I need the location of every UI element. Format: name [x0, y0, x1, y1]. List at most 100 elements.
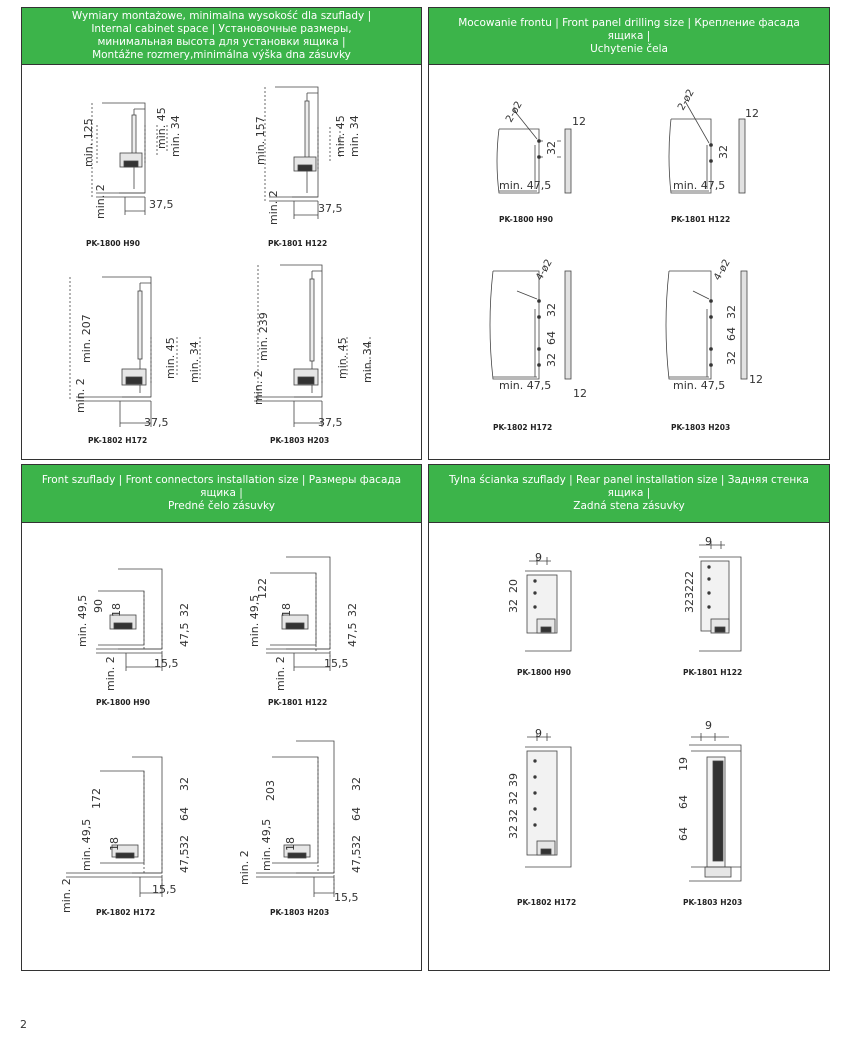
dim-b-min157: min. 157 — [254, 116, 267, 165]
caption-conn-pk1800: PK-1800 H90 — [96, 698, 150, 707]
caption-rear-pk1802: PK-1802 H172 — [517, 898, 576, 907]
front-connectors-diagrams: min. 49,5 90 18 32 47,5 min. 2 15,5 PK-1… — [60, 556, 363, 917]
panel-cabinet-space-title: Wymiary montażowe, minimalna wysokość dl… — [22, 8, 421, 65]
front-drilling-diagrams: 2-ø2 12 32 min. 47,5 PK-1800 H90 2-ø2 12… — [489, 88, 763, 432]
dim-d-203: 203 — [264, 780, 277, 801]
dim-a-15-5: 15,5 — [154, 657, 179, 670]
dim-b-32-1: 32 — [683, 585, 696, 599]
dim-a-min45: min. 45 — [155, 107, 168, 149]
dim-c-47-5: 47,5 — [178, 849, 191, 874]
cabinet-space-diagrams: min. 125 min. 45 min. 34 min. 2 37,5 PK-… — [69, 86, 374, 445]
panel-front-connectors-title: Front szuflady | Front connectors instal… — [22, 465, 421, 523]
diagram-pk1800-connectors — [96, 568, 163, 671]
diagram-pk1803-connectors — [256, 740, 335, 897]
diagram-pk1801-rear — [699, 541, 742, 652]
dim-d-12: 12 — [749, 373, 763, 386]
dim-c-32-1: 32 — [507, 791, 520, 805]
dim-b-32: 32 — [346, 603, 359, 617]
panel-rear-panel-title: Tylna ścianka szuflady | Rear panel inst… — [429, 465, 829, 523]
dim-d-32-bottom: 32 — [725, 351, 738, 365]
dim-c-min47-5: min. 47,5 — [499, 379, 551, 392]
dim-a-min2: min. 2 — [104, 656, 117, 691]
caption-conn-pk1802: PK-1802 H172 — [96, 908, 155, 917]
dim-a-18: 18 — [110, 603, 123, 617]
dim-d-min49-5: min. 49,5 — [260, 819, 273, 871]
rear-panel-diagrams: 9 20 32 PK-1800 H90 9 22 32 32 PK-1801 H… — [507, 535, 742, 907]
panel-cabinet-space: Wymiary montażowe, minimalna wysokość dl… — [21, 7, 422, 460]
dim-a-12: 12 — [572, 115, 586, 128]
dim-a-2x-d2: 2-ø2 — [504, 100, 525, 125]
dim-b-min2: min. 2 — [274, 656, 287, 691]
dim-c-64: 64 — [545, 331, 558, 345]
caption-rear-pk1800: PK-1800 H90 — [517, 668, 571, 677]
dim-c-min2: min. 2 — [74, 378, 87, 413]
dim-b-min2: min. 2 — [267, 190, 280, 225]
dim-b-122: 122 — [256, 578, 269, 599]
dim-c-32-2: 32 — [507, 809, 520, 823]
diagram-pk1801-drilling — [668, 100, 746, 194]
dim-b-2x-d2: 2-ø2 — [676, 88, 697, 113]
dim-b-32: 32 — [717, 145, 730, 159]
dim-c-15-5: 15,5 — [152, 883, 177, 896]
dim-b-9: 9 — [705, 535, 712, 548]
dim-b-22: 22 — [683, 571, 696, 585]
dim-d-19: 19 — [677, 757, 690, 771]
dim-d-4x-d2: 4-ø2 — [712, 258, 733, 283]
caption-rear-pk1803: PK-1803 H203 — [683, 898, 742, 907]
diagram-pk1801-cabinet — [264, 86, 341, 219]
page-number: 2 — [20, 1018, 27, 1031]
dim-d-min2: min. 2 — [252, 370, 265, 405]
dim-a-min47-5: min. 47,5 — [499, 179, 551, 192]
dim-d-32-bottom: 32 — [350, 835, 363, 849]
dim-a-min2: min. 2 — [94, 184, 107, 219]
diagram-pk1802-rear — [525, 733, 572, 868]
dim-c-32-top: 32 — [178, 777, 191, 791]
dim-b-32-2: 32 — [683, 599, 696, 613]
dim-c-32-bottom: 32 — [545, 353, 558, 367]
dim-a-32: 32 — [545, 141, 558, 155]
dim-d-15-5: 15,5 — [334, 891, 359, 904]
panel-front-connectors: Front szuflady | Front connectors instal… — [21, 464, 422, 971]
dim-c-32-3: 32 — [507, 825, 520, 839]
dim-d-min239: min. 239 — [257, 312, 270, 361]
dim-d-47-5: 47,5 — [350, 849, 363, 874]
dim-b-min47-5: min. 47,5 — [673, 179, 725, 192]
dim-c-min34: min. 34 — [188, 341, 201, 383]
dim-d-min2: min. 2 — [238, 850, 251, 885]
dim-c-min49-5: min. 49,5 — [80, 819, 93, 871]
dim-c-39: 39 — [507, 773, 520, 787]
dim-a-32: 32 — [507, 599, 520, 613]
dim-b-37-5: 37,5 — [318, 202, 343, 215]
panel-cabinet-space-body: min. 125 min. 45 min. 34 min. 2 37,5 PK-… — [22, 65, 421, 459]
dim-d-32-top: 32 — [350, 777, 363, 791]
panel-front-drilling-title: Mocowanie frontu | Front panel drilling … — [429, 8, 829, 65]
dim-a-37-5: 37,5 — [149, 198, 174, 211]
diagram-pk1802-drilling — [489, 270, 572, 380]
dim-d-64-2: 64 — [677, 827, 690, 841]
dim-c-32-top: 32 — [545, 303, 558, 317]
dim-c-64: 64 — [178, 807, 191, 821]
dim-b-47-5: 47,5 — [346, 623, 359, 648]
dim-d-min47-5: min. 47,5 — [673, 379, 725, 392]
dim-a-9: 9 — [535, 551, 542, 564]
diagram-pk1800-cabinet — [91, 102, 168, 215]
dim-d-9: 9 — [705, 719, 712, 732]
dim-d-37-5: 37,5 — [318, 416, 343, 429]
dim-a-min34: min. 34 — [169, 115, 182, 157]
caption-rear-pk1801: PK-1801 H122 — [683, 668, 742, 677]
panel-front-connectors-body: min. 49,5 90 18 32 47,5 min. 2 15,5 PK-1… — [22, 523, 421, 970]
diagram-pk1800-drilling — [496, 108, 572, 194]
caption-drill-pk1801: PK-1801 H122 — [671, 215, 730, 224]
dim-c-37-5: 37,5 — [144, 416, 169, 429]
diagram-pk1803-cabinet — [254, 264, 371, 427]
dim-d-min45: min. 45 — [336, 337, 349, 379]
dim-b-15-5: 15,5 — [324, 657, 349, 670]
dim-a-min49-5: min. 49,5 — [76, 595, 89, 647]
dim-d-min34: min. 34 — [361, 341, 374, 383]
dim-c-9: 9 — [535, 727, 542, 740]
dim-c-min45: min. 45 — [164, 337, 177, 379]
dim-b-12: 12 — [745, 107, 759, 120]
dim-b-18: 18 — [280, 603, 293, 617]
dim-d-18: 18 — [284, 837, 297, 851]
dim-c-min207: min. 207 — [80, 314, 93, 363]
